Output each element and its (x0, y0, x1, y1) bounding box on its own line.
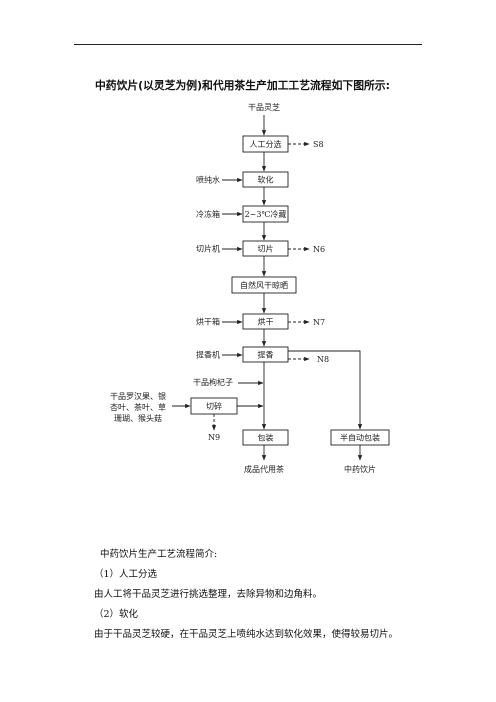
waste-n9: N9 (208, 433, 220, 442)
step-cold-storage-label: 2~3℃冷藏 (245, 209, 287, 219)
step-baking-box (242, 313, 289, 330)
waste-s8: S8 (313, 140, 324, 149)
equip-freezer: 冷冻箱 (196, 209, 220, 219)
input-dried-goji: 干品枸杞子 (193, 377, 233, 387)
output-finished-tea: 成品代用茶 (244, 464, 284, 474)
step-cold-storage-box (242, 205, 289, 223)
step-semi-auto-packing-label: 半自动包装 (340, 433, 380, 443)
waste-n6: N6 (313, 245, 325, 254)
step-slicing-label: 切片 (258, 244, 274, 254)
process-intro-title: 中药饮片生产工艺流程简介: (100, 549, 218, 560)
step-aroma-label: 提香 (258, 350, 274, 360)
flowchart-heading: 中药饮片(以灵芝为例)和代用茶生产加工工艺流程如下图所示: (95, 79, 390, 92)
input-herbs-line2: 杏叶、茶叶、草 (110, 402, 166, 412)
step-manual-sorting-label: 人工分选 (250, 139, 282, 149)
item1-heading: （1）人工分选 (94, 569, 158, 580)
waste-n8: N8 (317, 355, 329, 364)
item2-heading: （2）软化 (94, 609, 139, 620)
equip-slicer: 切片机 (196, 244, 220, 254)
input-herbs-line3: 珊瑚、猴头菇 (114, 413, 162, 423)
input-dried-lingzhi: 干品灵芝 (248, 102, 280, 112)
step-baking-label: 烘干 (258, 317, 274, 327)
step-crushing-label: 切碎 (206, 401, 222, 411)
item2-text: 由于干品灵芝较硬，在干品灵芝上喷纯水达到软化效果，使得较易切片。 (94, 629, 399, 640)
item1-text: 由人工将干品灵芝进行挑选整理，去除异物和边角料。 (94, 589, 323, 600)
input-herbs-line1: 干品罗汉果、银 (110, 391, 166, 401)
equip-aroma-machine: 提香机 (196, 350, 220, 360)
step-packing-box (242, 429, 289, 446)
step-packing-label: 包装 (258, 433, 274, 443)
step-aroma-box (242, 346, 289, 363)
step-softening-label: 软化 (258, 175, 274, 185)
equip-spray-pure-water: 喷纯水 (196, 175, 220, 185)
output-herbal-slices: 中药饮片 (344, 464, 376, 474)
step-softening-box (242, 171, 289, 188)
equip-oven: 烘干箱 (196, 317, 220, 327)
step-slicing-box (242, 240, 289, 257)
top-rule (74, 44, 422, 45)
waste-n7: N7 (313, 318, 325, 327)
arrow-aroma-to-semi-auto-pack (288, 350, 363, 430)
step-air-drying-label: 自然风干晾晒 (240, 280, 288, 290)
